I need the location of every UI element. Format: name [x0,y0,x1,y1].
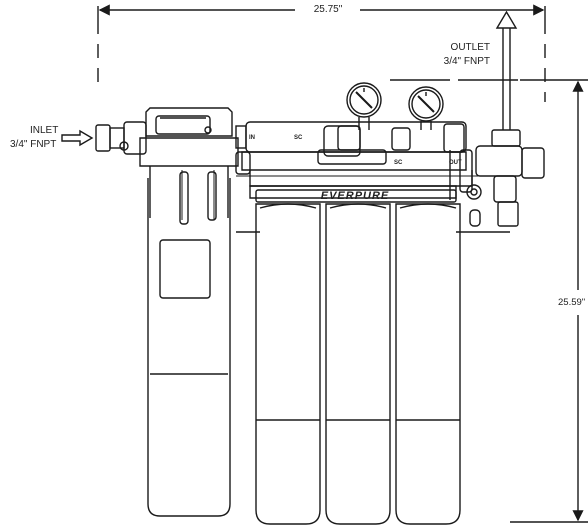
brand-plate [255,189,457,203]
cartridge-1 [255,203,321,525]
width-dimension-label: 25.75" [313,4,343,15]
inlet-fitting [95,121,147,155]
pressure-gauge-right [408,86,444,130]
manifold-label-sc-2: SC [394,160,403,166]
cartridge-2 [325,203,391,525]
cartridge-3 [395,203,461,525]
inlet-arrow [61,129,94,147]
outlet-label: OUTLET [450,42,490,53]
brand-logo: EVERPURE [320,190,390,202]
manifold-head [235,121,510,233]
outlet-valve [466,129,545,227]
pressure-gauge-left [346,82,382,130]
outlet-arrow [495,10,518,130]
height-dimension-label: 25.59" [558,297,586,308]
prefilter-housing [139,107,239,517]
inlet-label: INLET [30,125,59,136]
outlet-spec: 3/4" FNPT [443,56,490,67]
inlet-spec: 3/4" FNPT [10,139,57,150]
manifold-label-in: IN [249,135,255,141]
width-dimension [97,4,546,102]
manifold-label-out: OUT [449,160,462,166]
height-dimension [390,79,588,523]
manifold-label-sc-1: SC [294,135,303,141]
